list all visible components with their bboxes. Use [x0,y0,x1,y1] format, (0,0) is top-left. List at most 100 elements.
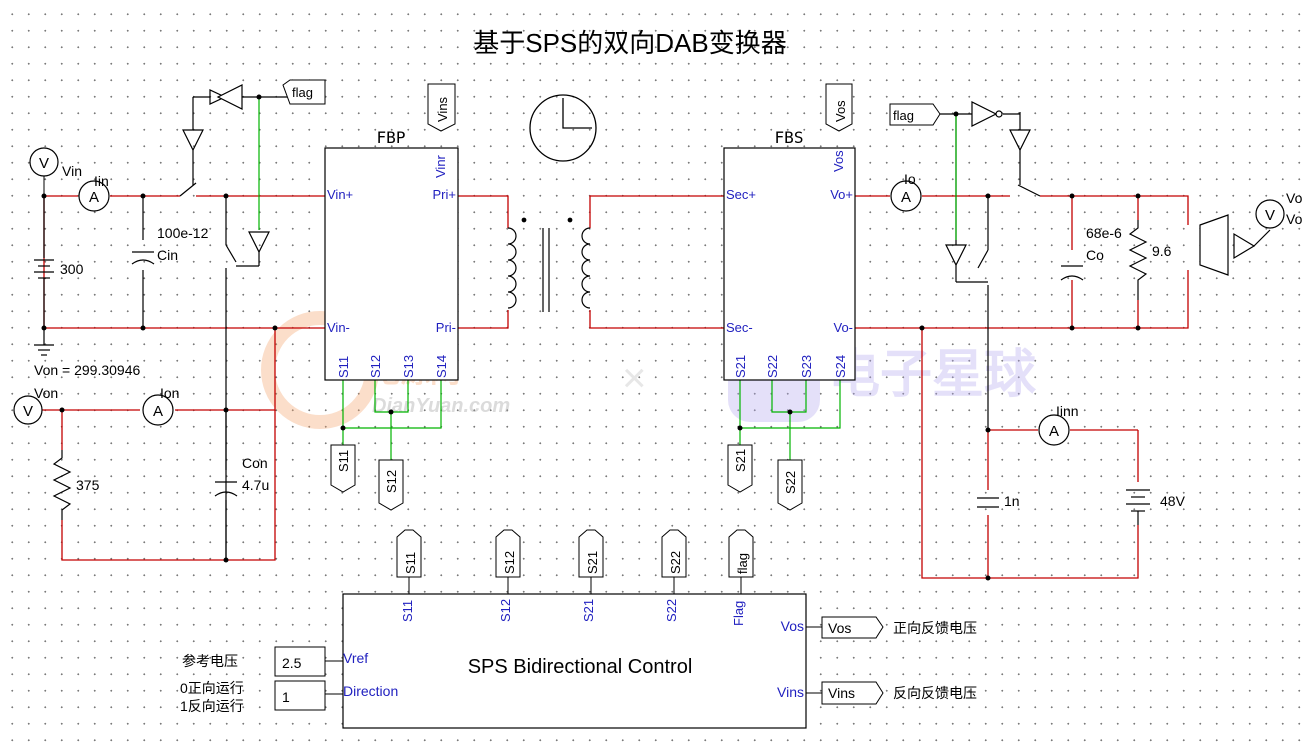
svg-text:S12: S12 [368,355,383,378]
svg-text:48V: 48V [1160,493,1186,509]
svg-text:Vo: Vo [1286,190,1303,206]
svg-text:flag: flag [292,85,313,100]
svg-text:flag: flag [893,108,914,123]
battery-48v[interactable]: 48V [1126,489,1186,525]
capacitor-1n[interactable]: 1n [977,493,1020,509]
controller-top-tags[interactable] [396,529,754,594]
sps-controller[interactable]: SPS Bidirectional Control S11 S12 S21 S2… [342,593,807,729]
svg-text:Vin-: Vin- [327,320,350,335]
svg-text:375: 375 [76,477,100,493]
output-switch-bottom[interactable] [945,244,989,283]
s12-tag-fbp[interactable]: S12 [378,459,404,511]
con-capacitor[interactable]: Con 4.7u [214,455,269,497]
svg-text:S11: S11 [336,356,351,378]
svg-text:2.5: 2.5 [282,655,302,671]
svg-text:Iin: Iin [94,173,109,189]
input-switch-top[interactable] [179,84,243,197]
dc-source-300[interactable]: 300 [34,196,84,300]
svg-text:Sec-: Sec- [726,320,753,335]
fbs-block[interactable]: FBS Sec+ Sec- Vo+ Vo- Vos S21 S22 S23 S2… [723,128,856,381]
reverse-run-label: 1反向运行 [180,698,244,714]
clock-icon [529,94,597,162]
svg-text:S22: S22 [765,355,780,378]
s12-tag-ctrl: S12 [502,551,517,574]
svg-text:电子星球: 电子星球 [828,346,1037,404]
svg-text:S11: S11 [400,600,415,622]
svg-text:Vo-: Vo- [833,320,853,335]
fbp-block[interactable]: FBP Vin+ Vin- Pri+ Pri- Vinr S11 S12 S13… [324,128,459,381]
svg-text:Vin: Vin [62,163,82,179]
svg-text:S13: S13 [401,355,416,378]
svg-text:V: V [23,403,33,420]
vins-tag-top[interactable]: Vins [427,83,456,132]
svg-text:S21: S21 [581,599,596,622]
svg-text:S21: S21 [733,355,748,378]
direction-constant[interactable]: 1 [274,680,343,711]
ion-ammeter[interactable]: A Ion [142,385,179,426]
svg-text:S24: S24 [833,355,848,378]
svg-text:Vos: Vos [781,618,804,634]
svg-text:Vinr: Vinr [433,154,448,178]
svg-text:V: V [39,155,49,172]
svg-text:Vin+: Vin+ [327,187,353,202]
svg-text:Von: Von [34,385,58,401]
vins-output-tag[interactable]: Vins [806,681,884,705]
svg-text:Co: Co [1086,247,1104,263]
output-switch-top[interactable] [971,101,1041,197]
co-capacitor[interactable]: 68e-6 Co [1060,225,1122,281]
von-readout: Von = 299.30946 [34,362,140,378]
svg-text:Con: Con [242,455,268,471]
ref-voltage-label: 参考电压 [182,653,238,669]
flag-label-left[interactable]: flag [282,79,326,105]
s11-tag-ctrl: S11 [403,552,418,574]
svg-text:Vins: Vins [828,685,855,701]
vos-output-tag[interactable]: Vos [806,616,884,639]
input-ammeter[interactable]: A Iin [78,173,110,212]
svg-text:S22: S22 [664,599,679,622]
reverse-feedback-label: 反向反馈电压 [893,685,977,701]
s22-tag-fbs[interactable]: S22 [777,459,803,511]
cin-capacitor[interactable]: 100e-12 Cin [131,225,209,265]
svg-text:Vos: Vos [828,620,851,636]
s21-tag-ctrl: S21 [585,551,600,574]
svg-text:S12: S12 [384,470,399,493]
svg-text:S14: S14 [434,355,449,378]
svg-text:×: × [622,354,647,401]
svg-text:1: 1 [282,689,290,705]
svg-text:1n: 1n [1004,493,1020,509]
svg-text:Io: Io [904,171,916,187]
output-voltage-sensor[interactable] [1199,214,1271,276]
svg-text:S12: S12 [498,599,513,622]
s11-tag-fbp[interactable]: S11 [330,444,356,493]
svg-text:Pri-: Pri- [436,320,456,335]
s22-tag-ctrl: S22 [668,551,683,574]
iinn-ammeter[interactable]: A Iinn [1038,403,1079,446]
input-switch-bottom[interactable] [225,231,270,267]
junction-dots [41,94,1141,581]
von-voltmeter[interactable]: V Von [13,385,58,425]
svg-text:Iinn: Iinn [1056,403,1079,419]
svg-text:S23: S23 [799,355,814,378]
svg-text:Flag: Flag [731,601,746,626]
output-ammeter[interactable]: A Io [890,171,922,212]
output-voltmeter[interactable]: V Vo Vo [1255,190,1303,229]
svg-text:S11: S11 [336,450,351,472]
svg-text:Direction: Direction [343,683,398,699]
svg-text:4.7u: 4.7u [242,477,269,493]
svg-text:A: A [153,403,163,420]
s21-tag-fbs[interactable]: S21 [727,444,753,493]
vos-tag-top[interactable]: Vos [825,83,853,132]
svg-text:S22: S22 [783,471,798,494]
input-voltmeter[interactable]: V Vin [29,147,82,196]
flag-label-right[interactable]: flag [889,103,941,126]
load-resistor[interactable]: 9.6 [1128,220,1172,300]
svg-text:Sec+: Sec+ [726,187,756,202]
transformer[interactable] [507,217,591,312]
r375-resistor[interactable]: 375 [52,450,100,520]
svg-text:Cin: Cin [157,247,178,263]
svg-text:A: A [89,189,99,206]
vref-constant[interactable]: 2.5 [274,646,343,677]
svg-text:SPS Bidirectional Control: SPS Bidirectional Control [468,656,693,678]
